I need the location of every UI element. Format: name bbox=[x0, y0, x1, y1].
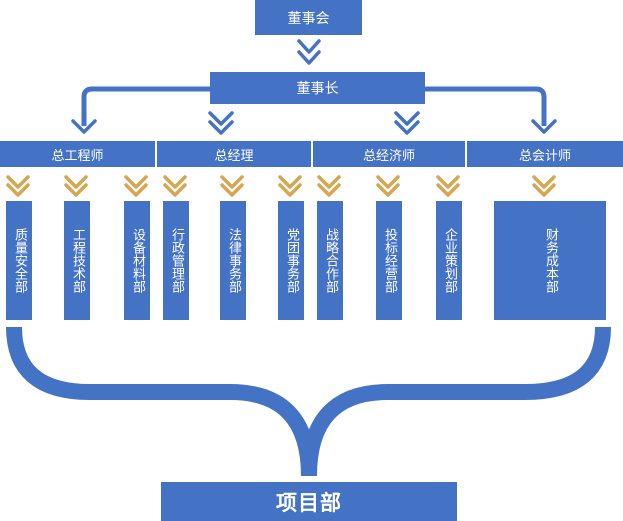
dept-administration: 行政管理部 bbox=[163, 201, 189, 320]
exec-label: 总会计师 bbox=[518, 148, 571, 164]
dept-label: 设备材料部 bbox=[130, 228, 145, 293]
gold-arrow bbox=[532, 175, 556, 197]
exec-arrowheads bbox=[71, 111, 557, 135]
chairman-right-connector bbox=[425, 86, 547, 126]
exec-general-manager: 总经理 bbox=[157, 141, 311, 167]
gold-arrow bbox=[278, 175, 302, 197]
project-box: 项目部 bbox=[161, 482, 457, 521]
gold-arrow bbox=[6, 175, 30, 197]
dept-bidding-operations: 投标经营部 bbox=[376, 201, 402, 320]
exec-label: 总经理 bbox=[214, 148, 254, 164]
chairman-left-connector bbox=[81, 86, 210, 126]
dept-label: 法律事务部 bbox=[226, 228, 241, 293]
dept-label: 工程技术部 bbox=[70, 228, 85, 293]
dept-legal-affairs: 法律事务部 bbox=[220, 201, 246, 320]
exec-label: 总经济师 bbox=[362, 148, 415, 164]
department-arrows bbox=[6, 175, 556, 197]
dept-label: 质量安全部 bbox=[12, 228, 27, 293]
dept-label: 战略合作部 bbox=[323, 228, 338, 293]
gold-arrow bbox=[124, 175, 148, 197]
exec-label: 总工程师 bbox=[51, 148, 104, 164]
project-label: 项目部 bbox=[276, 490, 342, 515]
dept-label: 党团事务部 bbox=[284, 228, 299, 293]
dept-label: 企业策划部 bbox=[442, 228, 457, 293]
dept-label: 财务成本部 bbox=[543, 228, 558, 293]
gold-arrow bbox=[376, 175, 400, 197]
dept-engineering-tech: 工程技术部 bbox=[64, 201, 90, 320]
exec-chief-engineer: 总工程师 bbox=[0, 141, 155, 167]
gold-arrow bbox=[317, 175, 341, 197]
dept-party-affairs: 党团事务部 bbox=[278, 201, 304, 320]
gold-arrow bbox=[436, 175, 460, 197]
exec-chief-accountant: 总会计师 bbox=[467, 141, 623, 167]
dept-label: 行政管理部 bbox=[169, 228, 184, 293]
dept-finance-cost: 财务成本部 bbox=[494, 201, 606, 320]
gold-arrow bbox=[163, 175, 187, 197]
board-to-chairman-arrow bbox=[297, 39, 321, 65]
dept-strategic-cooperation: 战略合作部 bbox=[317, 201, 343, 320]
exec-chief-economist: 总经济师 bbox=[313, 141, 465, 167]
dept-enterprise-planning: 企业策划部 bbox=[436, 201, 462, 320]
chairman-label: 董事长 bbox=[296, 81, 339, 97]
board-label: 董事会 bbox=[287, 10, 330, 27]
board-box: 董事会 bbox=[255, 0, 362, 35]
brace-connector bbox=[6, 326, 611, 477]
chairman-box: 董事长 bbox=[210, 72, 425, 104]
dept-equipment-materials: 设备材料部 bbox=[124, 201, 150, 320]
dept-label: 投标经营部 bbox=[382, 228, 397, 293]
gold-arrow bbox=[64, 175, 88, 197]
dept-quality-safety: 质量安全部 bbox=[6, 201, 32, 320]
gold-arrow bbox=[220, 175, 244, 197]
